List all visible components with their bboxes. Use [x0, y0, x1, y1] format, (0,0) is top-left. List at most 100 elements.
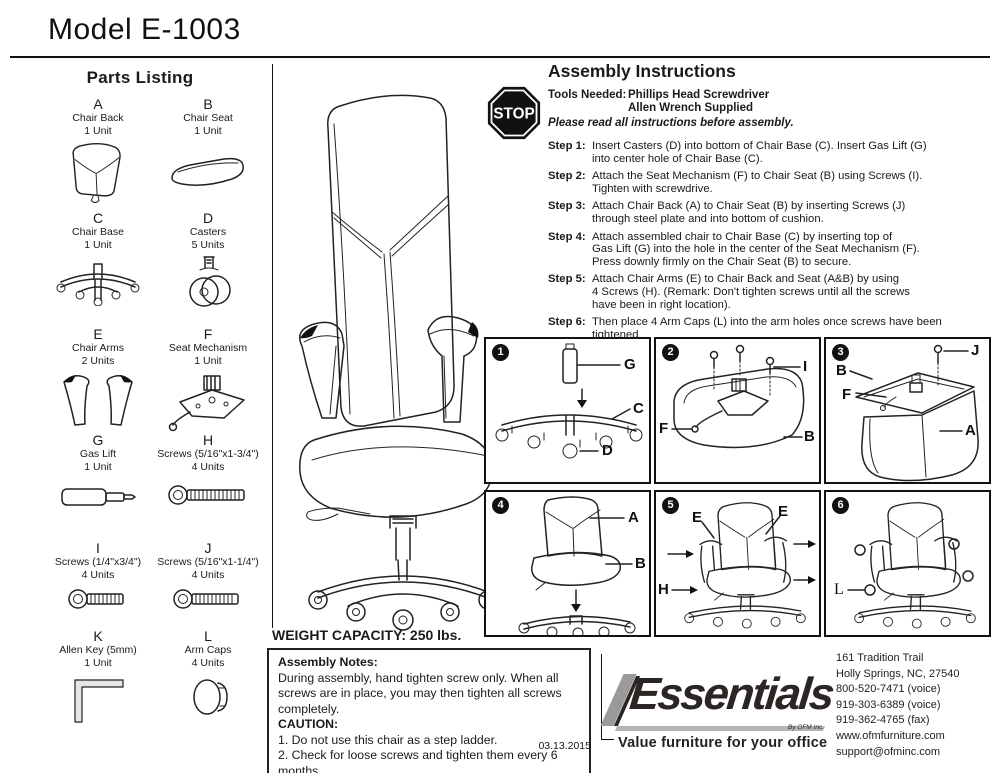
contact-line: Holly Springs, NC, 27540: [836, 667, 960, 680]
part-label-i: I: [803, 358, 808, 375]
part-name: Screws (5/16"x1-3/4"): [157, 448, 259, 460]
seat-mechanism-icon: [152, 370, 264, 437]
part-name: Chair Seat: [183, 112, 233, 124]
part-label-c: C: [633, 400, 644, 417]
page-title: Model E-1003: [48, 13, 241, 46]
contact-line: 800-520-7471 (voice): [836, 683, 941, 696]
screw-short-icon: [42, 586, 154, 617]
step-3: Step 3: Attach Chair Back (A) to Chair S…: [548, 200, 906, 225]
caution-item: 2. Check for loose screws and tighten th…: [278, 748, 558, 773]
brand-name: Essentials: [627, 668, 836, 719]
assembly-instructions-heading: Assembly Instructions: [548, 61, 736, 81]
part-label-j: J: [971, 342, 980, 359]
stop-sign-icon: STOP: [487, 86, 541, 140]
part-qty: 1 Unit: [84, 461, 112, 473]
screw-long-icon: [152, 482, 264, 513]
part-label-e: E: [692, 509, 703, 526]
contact-line: 161 Tradition Trail: [836, 652, 924, 664]
part-label-d: D: [602, 442, 613, 459]
step-2: Step 2: Attach the Seat Mechanism (F) to…: [548, 170, 923, 195]
tools-needed-label: Tools Needed:: [548, 89, 627, 101]
part-item-d: D Casters 5 Units: [152, 210, 264, 317]
part-letter: A: [93, 96, 103, 112]
part-qty: 4 Units: [191, 569, 225, 581]
footer-divider: [601, 654, 614, 740]
part-name2: Arm Caps: [184, 644, 232, 656]
assembly-notes-box: Assembly Notes: During assembly, hand ti…: [267, 648, 591, 773]
step-1: Step 1: Insert Casters (D) into bottom o…: [548, 140, 927, 165]
chair-base-icon: [42, 254, 154, 311]
part-name: Gas Lift: [79, 448, 117, 460]
part-name: Seat Mechanism: [168, 342, 248, 354]
contact-line: 919-362-4765 (fax): [836, 714, 930, 727]
contact-line: 919-303-6389 (voice): [836, 698, 941, 711]
part-label-g: G: [624, 356, 636, 373]
assembly-diagram-3: 3 J B F A: [824, 337, 991, 484]
part-qty: 1 Unit: [84, 125, 112, 137]
screw-medium-icon: [152, 586, 264, 617]
title-rule: [10, 56, 990, 58]
assembly-diagram-2: 2 I F B: [654, 337, 821, 484]
part-name: Chair Back: [72, 112, 124, 124]
diagram-number-badge: 2: [662, 344, 679, 361]
part-letter: B: [203, 96, 213, 112]
part-label-a: A: [965, 422, 976, 439]
contact-info: 161 Tradition Trail Holly Springs, NC, 2…: [836, 651, 996, 760]
step-4: Step 4: Attach assembled chair to Chair …: [548, 230, 920, 268]
part-name: Chair Base: [72, 226, 124, 238]
part-item-h: H Screws (5/16"x1-3/4") 4 Units: [152, 432, 264, 513]
part-label-b: B: [804, 428, 815, 445]
assembly-diagram-1: 1 G C D: [484, 337, 651, 484]
chair-back-icon: [42, 140, 154, 211]
brand-tagline: Value furniture for your office: [618, 735, 828, 751]
contact-line: www.ofmfurniture.com: [836, 729, 945, 742]
part-letter: F: [203, 326, 213, 342]
part-qty: 5 Units: [191, 239, 225, 251]
part-item-l: L 4 Units Arm Caps 4 Units: [152, 628, 264, 727]
read-instructions-notice: Please read all instructions before asse…: [548, 117, 794, 129]
assembly-notes-body: During assembly, hand tighten screw only…: [278, 670, 562, 716]
parts-listing-heading: Parts Listing: [86, 68, 194, 87]
caution-item: 1. Do not use this chair as a step ladde…: [278, 732, 498, 747]
part-label-b: B: [836, 362, 847, 379]
part-name: Casters: [189, 226, 227, 238]
part-item-k: K Allen Key (5mm) 1 Unit: [42, 628, 154, 731]
essentials-logo: Essentials By OFM Inc. Value furniture f…: [600, 668, 837, 758]
tools-needed-block: Tools Needed: Phillips Head Screwdriver …: [548, 89, 988, 130]
assembly-diagram-5: 5 E E H: [654, 490, 821, 637]
part-label-h: H: [658, 581, 669, 598]
part-letter: K: [93, 628, 103, 644]
vertical-divider: [272, 64, 273, 628]
part-item-f: F Seat Mechanism 1 Unit: [152, 326, 264, 437]
diagram-number-badge: 6: [832, 497, 849, 514]
diagram-number-badge: 1: [492, 344, 509, 361]
part-name: Screws (1/4"x3/4"): [54, 556, 142, 568]
part-item-c: C Chair Base 1 Unit: [42, 210, 154, 311]
part-item-e: E Chair Arms 2 Units: [42, 326, 154, 437]
part-qty: 1 Unit: [194, 355, 222, 367]
part-label-b: B: [635, 555, 646, 572]
part-item-g: G Gas Lift 1 Unit: [42, 432, 154, 515]
part-letter: J: [204, 540, 212, 556]
chair-seat-icon: [152, 152, 264, 197]
caution-heading: CAUTION:: [278, 717, 339, 731]
arm-cap-icon: [152, 672, 264, 727]
part-letter: H: [202, 432, 214, 448]
tool-item: Phillips Head Screwdriver: [628, 89, 770, 101]
part-letter: L: [204, 628, 212, 644]
part-name: Chair Arms: [72, 342, 124, 354]
tool-item: Allen Wrench Supplied: [628, 102, 754, 114]
allen-key-icon: [42, 672, 154, 731]
assembly-diagram-4: 4 A B: [484, 490, 651, 639]
revision-date: 03.13.2015: [538, 740, 591, 752]
part-qty: 1 Unit: [84, 239, 112, 251]
assembly-steps: Step 1: Insert Casters (D) into bottom o…: [548, 140, 984, 346]
tools-list: Phillips Head Screwdriver Allen Wrench S…: [628, 89, 769, 115]
part-item-a: A Chair Back 1 Unit: [42, 96, 154, 211]
part-letter: G: [92, 432, 104, 448]
part-qty: 1 Unit: [84, 657, 112, 669]
part-qty: 1 Unit: [194, 125, 222, 137]
chair-illustration: [278, 84, 506, 632]
brand-byline: By OFM Inc.: [787, 724, 824, 731]
